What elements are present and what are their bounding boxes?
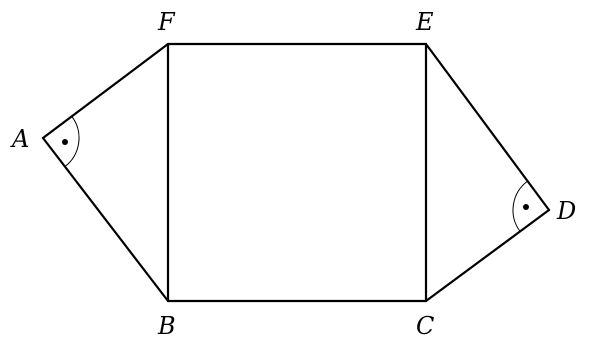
vertex-label-b: B (157, 312, 176, 340)
vertex-label-e: E (415, 8, 434, 36)
edge-dc (424, 208, 551, 303)
angle-arc-d (512, 180, 528, 232)
edge-ba (41, 136, 170, 303)
vertex-label-f: F (157, 8, 176, 36)
angle-dot-a (62, 139, 68, 145)
edge-af (41, 42, 170, 140)
vertex-label-c: C (416, 312, 434, 340)
vertex-label-a: A (10, 125, 29, 153)
angle-dot-d (523, 204, 529, 210)
angle-arc-a (64, 116, 80, 167)
vertex-label-d: D (556, 197, 576, 225)
edge-ed (424, 42, 551, 212)
